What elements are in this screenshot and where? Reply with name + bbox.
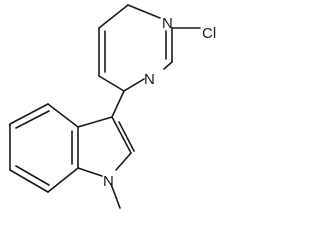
bond bbox=[47, 167, 79, 193]
bond bbox=[77, 116, 113, 128]
bond bbox=[115, 152, 132, 171]
atom-label-n-indole: N bbox=[103, 173, 114, 190]
bond bbox=[9, 169, 49, 193]
bond bbox=[98, 75, 125, 92]
chemical-structure: N N Cl N bbox=[9, 4, 216, 209]
bond bbox=[123, 78, 145, 92]
bond bbox=[118, 121, 135, 152]
atom-label-chlorine: Cl bbox=[202, 25, 216, 42]
bond bbox=[98, 4, 129, 29]
atom-label-n-pyrimidine-3: N bbox=[144, 71, 155, 88]
bond bbox=[77, 167, 103, 177]
bond bbox=[111, 90, 125, 118]
bond bbox=[9, 103, 49, 125]
bond bbox=[15, 110, 50, 129]
bond bbox=[127, 4, 161, 19]
bond bbox=[15, 165, 50, 186]
bond bbox=[47, 103, 79, 128]
atom-label-n-pyrimidine-1: N bbox=[162, 15, 173, 32]
structure-canvas: N N Cl N bbox=[9, 4, 216, 209]
bond bbox=[163, 61, 173, 70]
bond bbox=[110, 183, 121, 209]
bond bbox=[111, 116, 132, 154]
